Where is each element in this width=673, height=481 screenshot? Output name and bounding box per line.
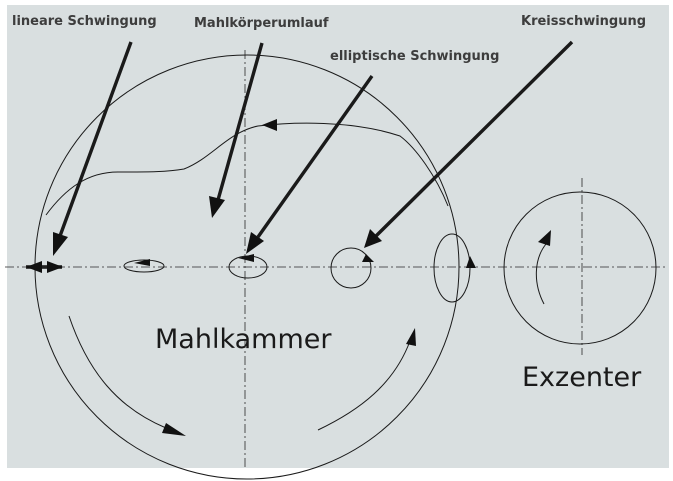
label-eccentric: Exzenter [522, 362, 642, 393]
eccentric-rotation-arrowhead [538, 230, 551, 246]
label-media-circulation: Mahlkörperumlauf [194, 16, 329, 31]
chamber-rotation-arrowhead-right [406, 328, 416, 346]
media-circulation-path [45, 122, 449, 216]
label-grinding-chamber: Mahlkammer [155, 324, 332, 355]
eccentric-circle [503, 191, 657, 345]
pointer-circular [364, 40, 574, 248]
oscillation-elliptic [228, 254, 268, 279]
oscillation-linear-marker [26, 261, 63, 273]
label-linear-oscillation: lineare Schwingung [12, 14, 157, 29]
chamber-rotation-arc-right [317, 340, 411, 431]
diagram-background [7, 5, 669, 468]
pointer-linear [53, 41, 133, 256]
oscillation-vertical-ellipse [433, 233, 476, 303]
oscillation-circular [330, 247, 374, 289]
oscillation-narrow-ellipse [123, 259, 165, 273]
label-circular-oscillation: Kreisschwingung [521, 14, 646, 29]
pointer-elliptic [246, 75, 374, 254]
pointer-media-circulation [209, 42, 264, 218]
eccentric-rotation-arc [535, 243, 547, 305]
label-elliptic-oscillation: elliptische Schwingung [330, 49, 499, 64]
chamber-rotation-arc-left [68, 315, 167, 429]
media-circulation-arrowhead [262, 119, 277, 131]
chamber-rotation-arrowhead-bottom [162, 423, 186, 436]
